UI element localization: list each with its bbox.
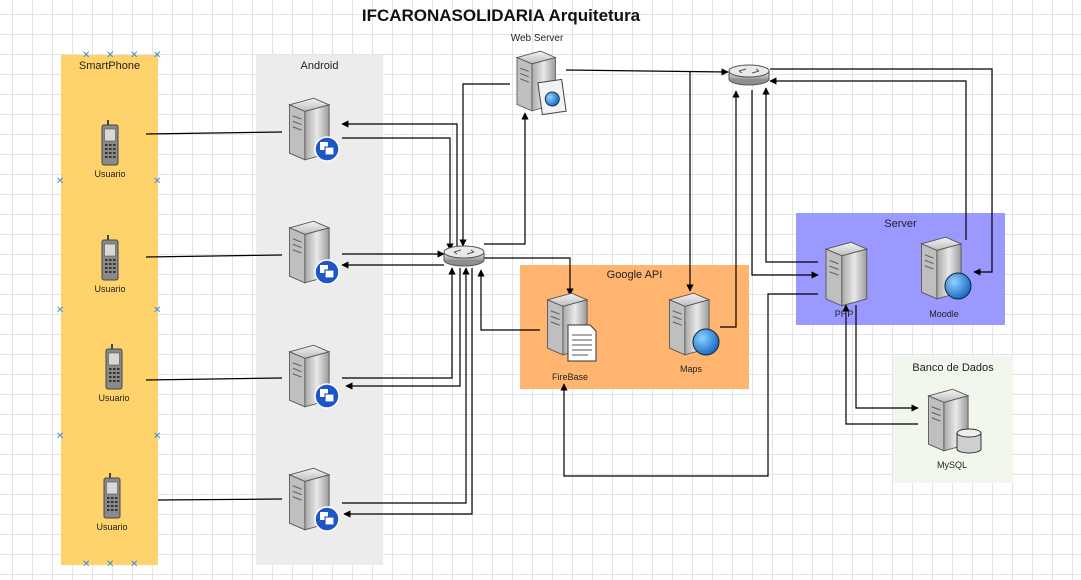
router-upper[interactable]: [727, 63, 771, 92]
php-node[interactable]: [816, 240, 872, 315]
mobile-phone-icon: [100, 235, 120, 281]
selection-handle: ✕: [153, 431, 162, 442]
firebase-label: FireBase: [551, 372, 588, 382]
maps-node[interactable]: [660, 291, 724, 368]
connector-php-router2: [762, 87, 818, 263]
usuario-node-4[interactable]: [102, 473, 122, 524]
selection-handle: ✕: [106, 559, 115, 570]
connector-usuario1-android1: [145, 131, 283, 135]
mysql-label: MySQL: [936, 460, 967, 470]
firebase-node[interactable]: [538, 291, 602, 374]
diagram-title: IFCARONASOLIDARIA Arquitetura: [361, 6, 641, 25]
usuario-label-1: Usuario: [94, 169, 126, 179]
router-icon: [727, 63, 771, 87]
usuario-label-3: Usuario: [98, 393, 130, 403]
selection-handle: ✕: [82, 559, 91, 570]
mobile-phone-icon: [102, 473, 122, 519]
usuario-label-2: Usuario: [94, 284, 126, 294]
connector-webserver-router: [459, 83, 510, 247]
connector-php-mysql: [855, 305, 919, 412]
selection-handle: ✕: [106, 50, 115, 61]
connector-router2-php: [751, 90, 819, 279]
android-server-4[interactable]: [280, 466, 344, 539]
android-server-1[interactable]: [280, 96, 344, 169]
server-document-icon: [546, 292, 597, 362]
selection-handle: ✕: [153, 176, 162, 187]
server-app-icon: [288, 344, 340, 409]
server-database-icon: [927, 388, 982, 454]
connector-router-webserver: [484, 112, 529, 245]
php-label: PHP: [834, 309, 854, 319]
connector-router-android4: [343, 268, 473, 518]
connector-router-android1: [341, 120, 458, 250]
connector-router2-moodle: [770, 68, 993, 276]
smartphone-group-label: SmartPhone: [78, 60, 141, 72]
usuario-node-1[interactable]: [100, 120, 120, 171]
server-app-icon: [288, 97, 340, 162]
selection-handle: ✕: [130, 559, 139, 570]
mobile-phone-icon: [104, 344, 124, 390]
server-app-icon: [288, 467, 340, 532]
selection-handle: ✕: [56, 431, 65, 442]
connector-router-firebase: [484, 257, 574, 296]
android-server-2[interactable]: [280, 219, 344, 292]
database-group-label: Banco de Dados: [912, 362, 994, 374]
selection-handle: ✕: [130, 50, 139, 61]
mobile-phone-icon: [100, 120, 120, 166]
server-icon: [825, 241, 868, 307]
connector-firebase-router: [477, 269, 540, 331]
connector-moodle-router2: [769, 77, 967, 240]
connector-php-firebase: [560, 293, 818, 477]
maps-label: Maps: [679, 364, 702, 374]
server-globe-icon: [668, 292, 720, 356]
web-server-icon: [516, 50, 567, 116]
selection-handle: ✕: [56, 305, 65, 316]
server-app-icon: [288, 220, 340, 285]
router-main[interactable]: [442, 244, 486, 273]
router-icon: [442, 244, 486, 268]
moodle-label: Moodle: [929, 309, 959, 319]
connector-maps-router2: [720, 90, 740, 328]
selection-handle: ✕: [82, 50, 91, 61]
connector-usuario3-android3: [145, 377, 283, 381]
web-server-node[interactable]: [508, 49, 568, 124]
connector-webserver-router2: [565, 68, 729, 76]
google-api-group-label: Google API: [606, 269, 663, 281]
web-server-label: Web Server: [510, 33, 564, 44]
selection-handle: ✕: [56, 176, 65, 187]
connector-android3-router: [342, 267, 456, 379]
selection-handle: ✕: [153, 50, 162, 61]
usuario-label-4: Usuario: [96, 522, 128, 532]
usuario-node-2[interactable]: [100, 235, 120, 286]
connector-router-android3: [345, 268, 461, 390]
moodle-node[interactable]: [912, 235, 976, 312]
mysql-node[interactable]: [919, 387, 989, 462]
connector-mysql-php: [842, 304, 918, 425]
android-server-3[interactable]: [280, 343, 344, 416]
android-group-label: Android: [300, 60, 339, 72]
connector-android4-router: [342, 267, 470, 504]
selection-handle: ✕: [153, 305, 162, 316]
server-globe-icon: [920, 236, 972, 300]
usuario-node-3[interactable]: [104, 344, 124, 395]
connector-android1-router: [342, 137, 454, 251]
server-group-label: Server: [884, 218, 917, 230]
connector-usuario4-android4: [157, 498, 283, 501]
connector-usuario2-android2: [145, 254, 283, 258]
